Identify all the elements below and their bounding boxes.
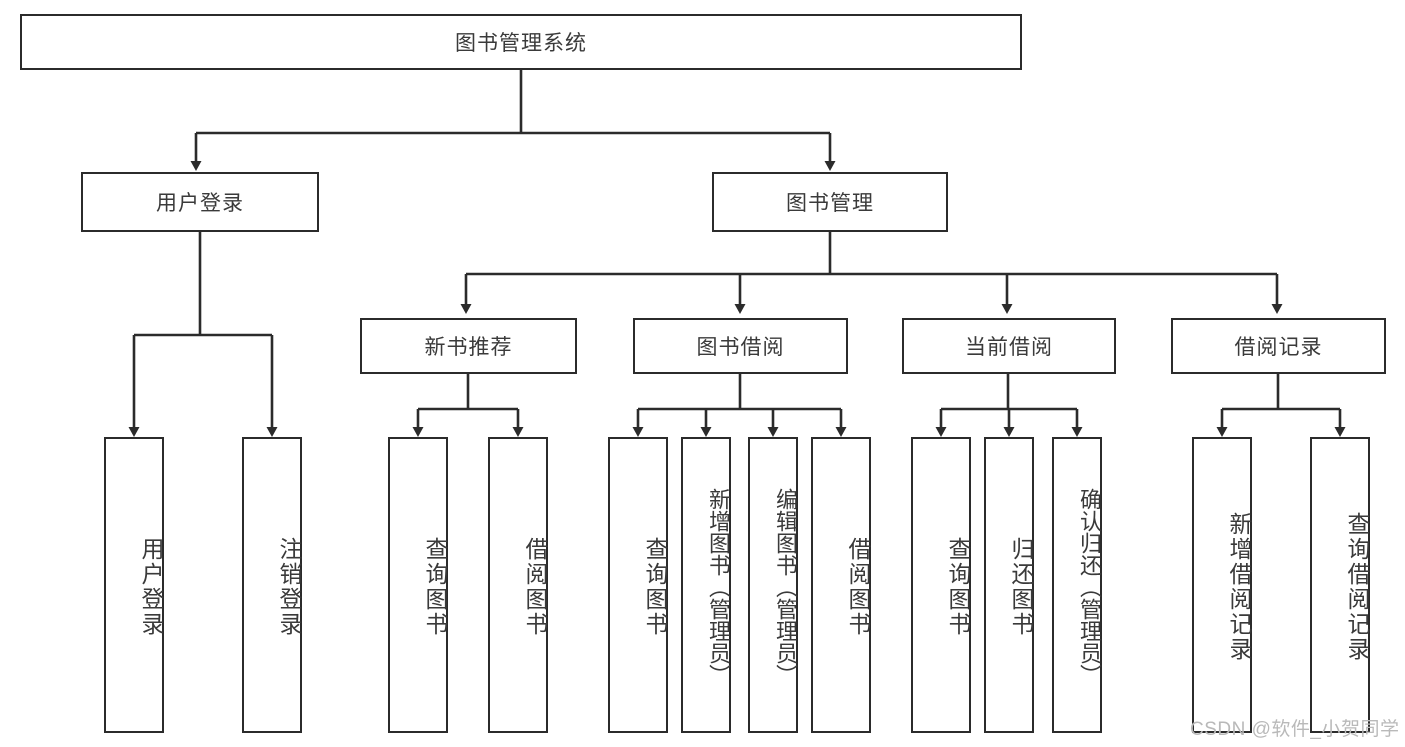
edge-user-login-to-leaves bbox=[128, 232, 278, 437]
leaf-query-book-recommend[interactable]: 查询图书 bbox=[388, 437, 448, 733]
edge-current-borrow-to-leaves bbox=[935, 374, 1083, 437]
leaf-query-borrow-record[interactable]: 查询借阅记录 bbox=[1310, 437, 1370, 733]
edge-book-borrow-to-leaves bbox=[632, 374, 847, 437]
leaf-edit-book-admin[interactable]: 编辑图书（管理员） bbox=[748, 437, 798, 733]
leaf-query-book-borrow[interactable]: 查询图书 bbox=[608, 437, 668, 733]
node-book-management[interactable]: 图书管理 bbox=[712, 172, 948, 232]
node-root-book-management-system[interactable]: 图书管理系统 bbox=[20, 14, 1022, 70]
leaf-return-book[interactable]: 归还图书 bbox=[984, 437, 1034, 733]
leaf-logout-login[interactable]: 注销登录 bbox=[242, 437, 302, 733]
node-user-login[interactable]: 用户登录 bbox=[81, 172, 319, 232]
leaf-query-book-current[interactable]: 查询图书 bbox=[911, 437, 971, 733]
leaf-borrow-book-borrow[interactable]: 借阅图书 bbox=[811, 437, 871, 733]
node-new-book-recommend[interactable]: 新书推荐 bbox=[360, 318, 577, 374]
leaf-add-book-admin[interactable]: 新增图书（管理员） bbox=[681, 437, 731, 733]
leaf-borrow-book-recommend[interactable]: 借阅图书 bbox=[488, 437, 548, 733]
edge-book-management-to-level3 bbox=[460, 232, 1283, 314]
leaf-add-borrow-record[interactable]: 新增借阅记录 bbox=[1192, 437, 1252, 733]
leaf-user-login[interactable]: 用户登录 bbox=[104, 437, 164, 733]
edge-new-book-recommend-to-leaves bbox=[412, 374, 524, 437]
watermark-credit: CSDN @软件_小贺同学 bbox=[1190, 719, 1400, 740]
node-borrow-record[interactable]: 借阅记录 bbox=[1171, 318, 1386, 374]
edge-borrow-record-to-leaves bbox=[1216, 374, 1346, 437]
edge-root-to-level2 bbox=[190, 70, 836, 171]
leaf-confirm-return-admin[interactable]: 确认归还（管理员） bbox=[1052, 437, 1102, 733]
node-book-borrow[interactable]: 图书借阅 bbox=[633, 318, 848, 374]
node-current-borrow[interactable]: 当前借阅 bbox=[902, 318, 1116, 374]
